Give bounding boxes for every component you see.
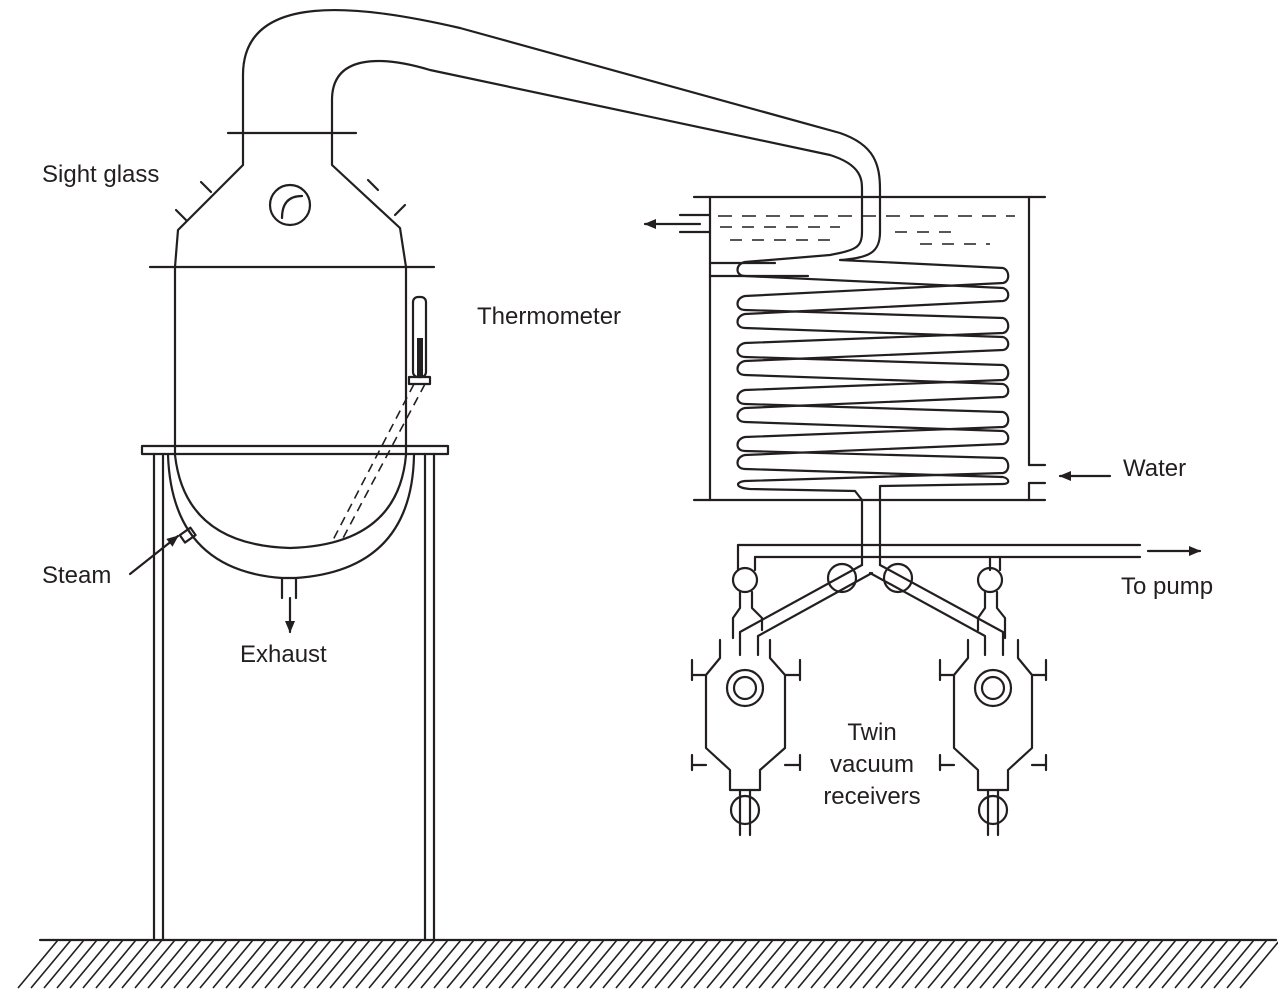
thermometer — [332, 295, 432, 541]
steam-inlet — [178, 526, 197, 544]
label-water: Water — [1123, 455, 1186, 482]
receiver-left — [690, 638, 802, 837]
label-exhaust: Exhaust — [240, 641, 327, 668]
label-sight-glass: Sight glass — [42, 161, 159, 188]
label-to-pump: To pump — [1121, 573, 1213, 600]
label-receivers-line1: Twin — [847, 719, 896, 746]
label-receivers-line2: vacuum — [830, 751, 914, 778]
receiver-pipework — [731, 498, 1142, 657]
vapour-pipe — [241, 9, 882, 234]
still-vessel — [148, 131, 436, 600]
ground-hatching — [17, 938, 1278, 989]
steam-arrow — [128, 534, 180, 576]
label-receivers-line3: receivers — [823, 783, 920, 810]
sight-glass-gauge — [268, 183, 312, 227]
condenser — [678, 195, 1047, 502]
label-steam: Steam — [42, 562, 111, 589]
label-thermometer: Thermometer — [477, 303, 621, 330]
stand — [140, 444, 450, 942]
receiver-right — [938, 638, 1048, 837]
flow-arrows — [128, 219, 1202, 634]
